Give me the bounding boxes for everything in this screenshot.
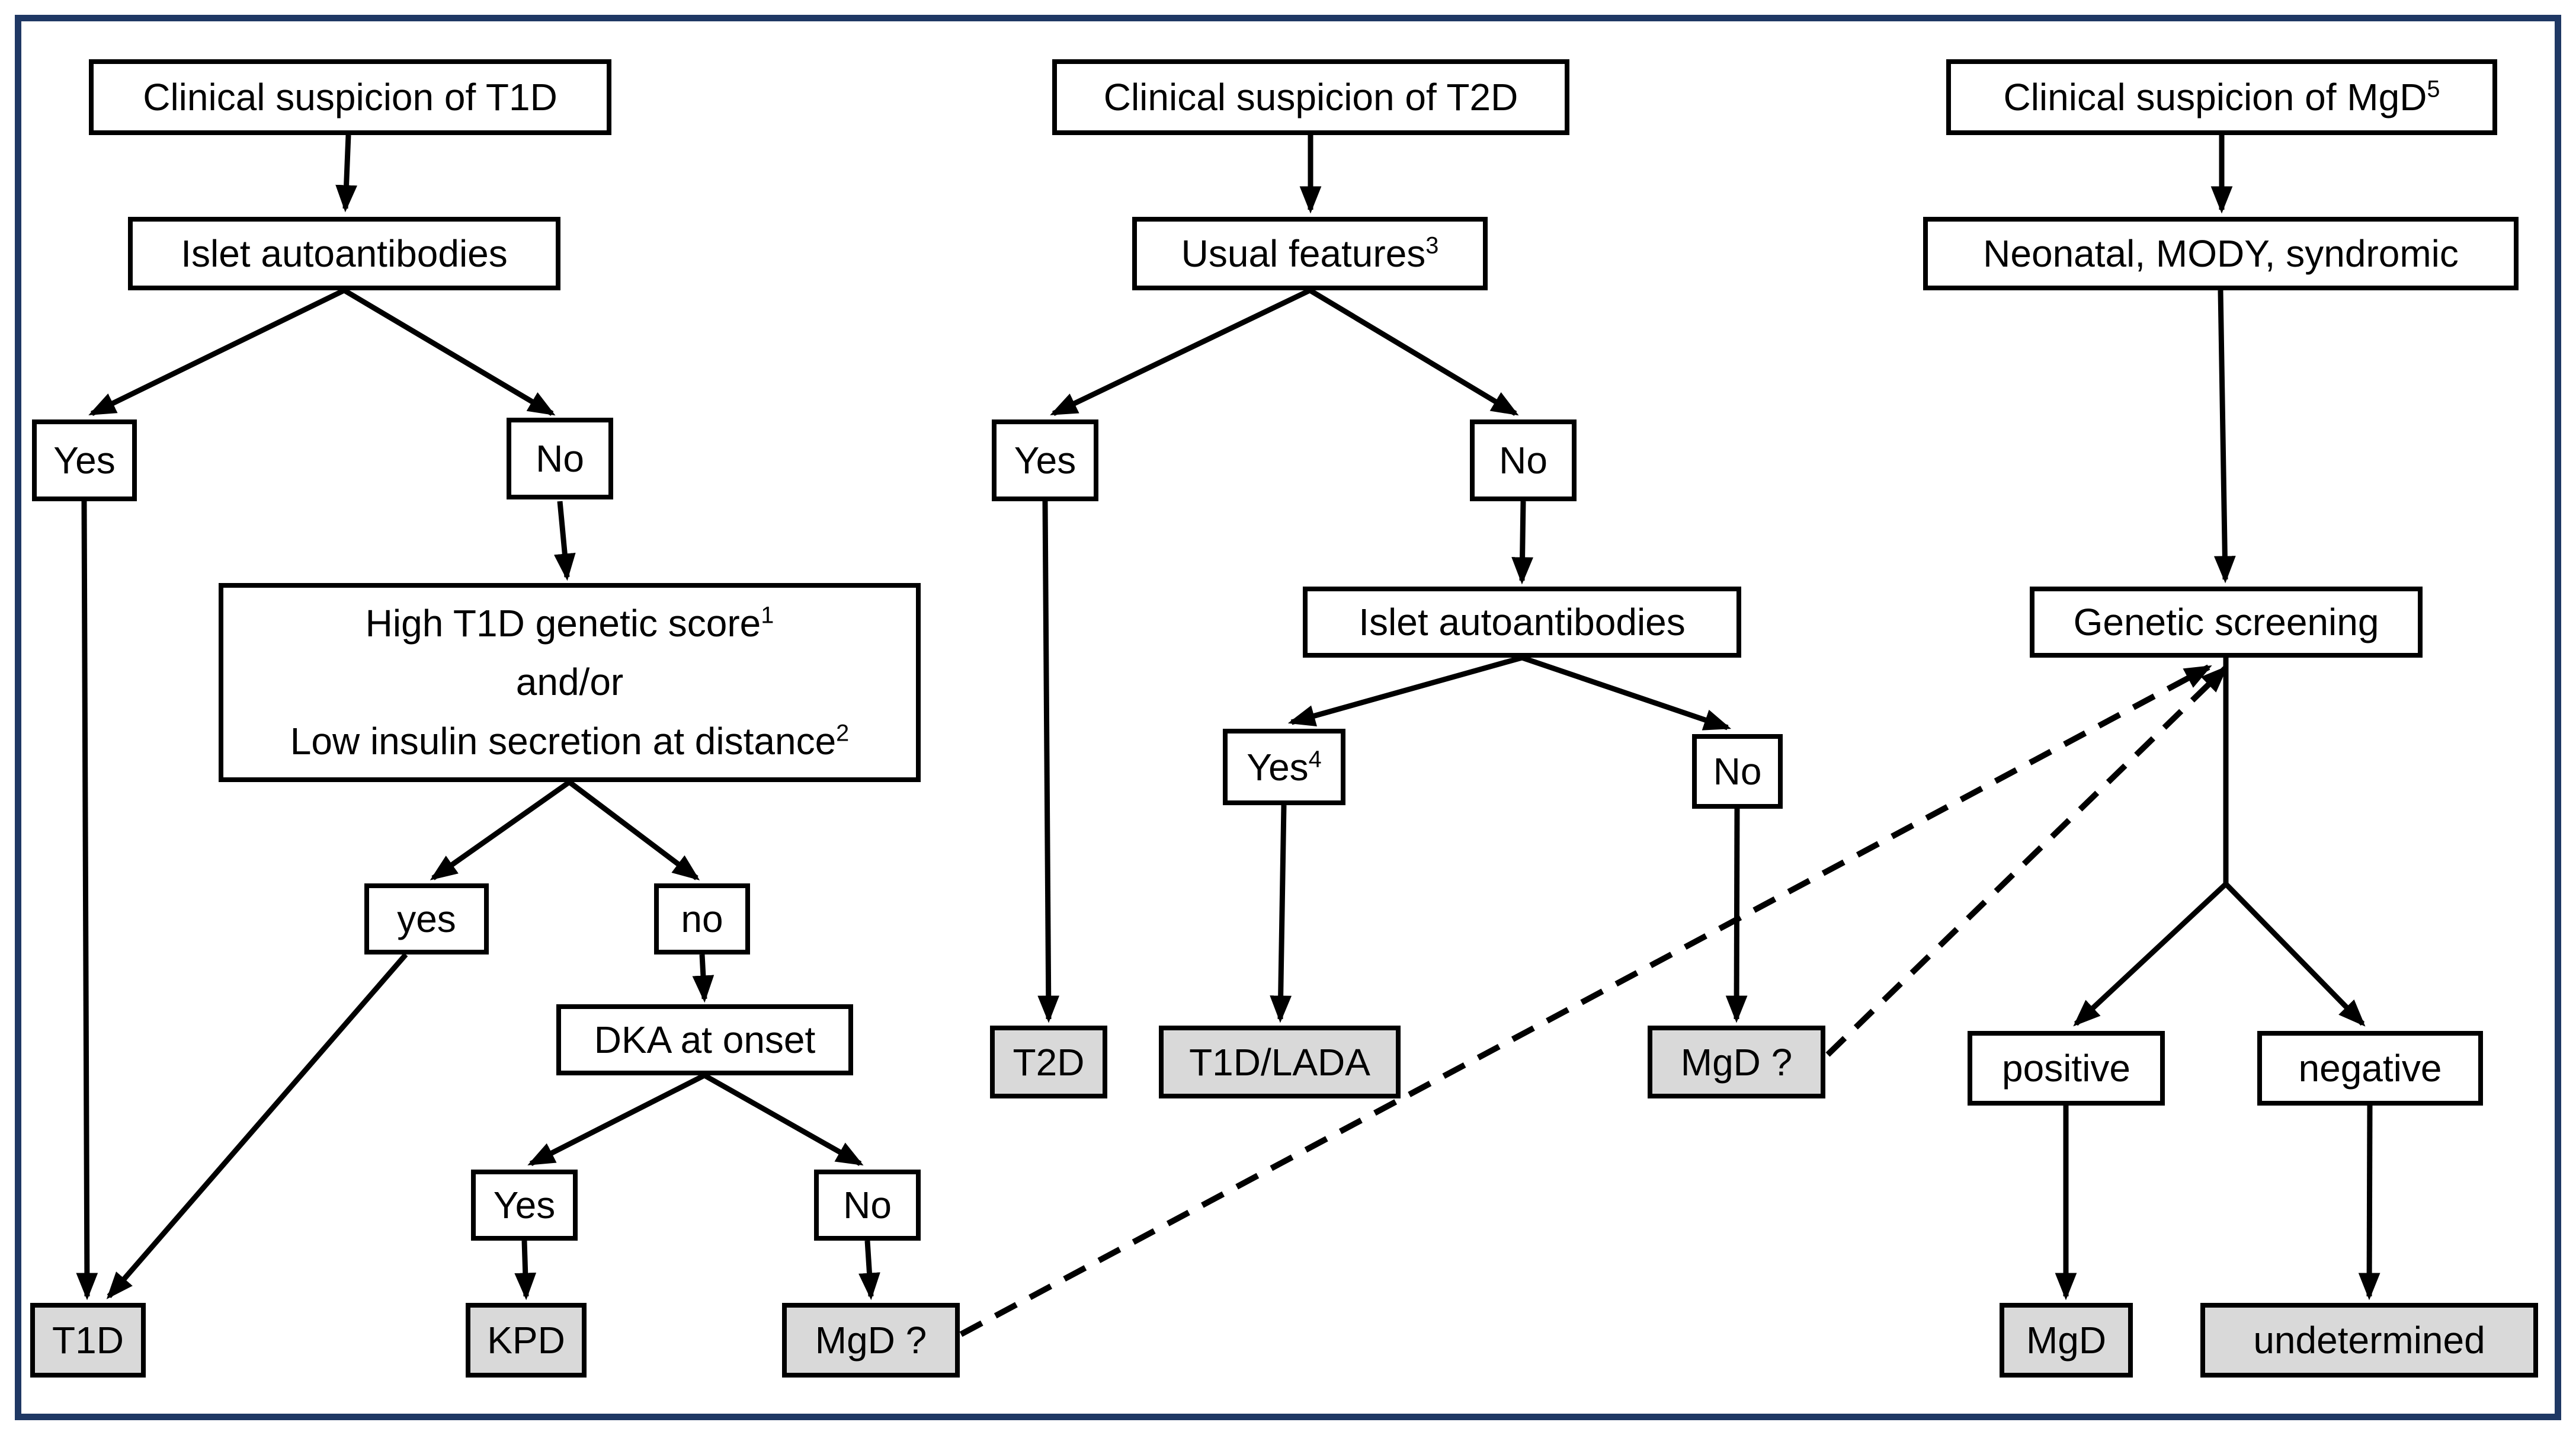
node-outcome-mgd: MgD — [2000, 1303, 2133, 1378]
node-dka-yes: Yes — [471, 1170, 578, 1241]
node-screening-negative: negative — [2257, 1031, 2483, 1106]
arrow-islet-to-no — [342, 288, 556, 416]
arrow-yes-to-t2d — [1037, 501, 1060, 1023]
node-label: Genetic screening — [2073, 601, 2379, 643]
node-screening-positive: positive — [1968, 1031, 2165, 1106]
node-outcome-mgd-question-2: MgD ? — [1648, 1026, 1825, 1098]
node-label: Neonatal, MODY, syndromic — [1983, 232, 2459, 275]
node-dka-at-onset: DKA at onset — [556, 1004, 853, 1075]
node-outcome-kpd: KPD — [466, 1303, 587, 1378]
arrow-no-to-score — [553, 501, 576, 581]
arrow-no-to-mgdq2 — [1725, 808, 1748, 1023]
dashed-arrow-mgdq1-to-genetic — [959, 664, 2212, 1337]
node-label: MgD ? — [1680, 1040, 1793, 1084]
node-outcome-undetermined: undetermined — [2200, 1303, 2538, 1378]
arrow-neonatal-to-genetic — [2213, 290, 2236, 584]
arrow-yes-to-t1d — [76, 501, 98, 1301]
node-label: Islet autoantibodies — [181, 232, 508, 275]
node-label: No — [843, 1184, 892, 1226]
arrow-fork-to-positive — [2073, 882, 2228, 1027]
arrow-islet2-to-yes — [1287, 655, 1523, 727]
node-label: T2D — [1013, 1040, 1085, 1084]
genetic-score-line3: Low insulin secretion at distance2 — [290, 719, 850, 763]
node-t2d-no: No — [1470, 419, 1577, 501]
arrow-negative-to-undetermined — [2358, 1105, 2380, 1301]
node-label: Clinical suspicion of T2D — [1103, 76, 1518, 118]
arrow-dka-to-no — [703, 1073, 864, 1166]
arrow-no-to-dka — [692, 954, 715, 1003]
node-dka-no: No — [814, 1170, 921, 1241]
node-score-yes: yes — [364, 883, 489, 954]
node-outcome-mgd-question-1: MgD ? — [782, 1303, 960, 1378]
node-label: no — [681, 898, 723, 940]
node-label: negative — [2298, 1047, 2442, 1090]
arrow-islet-to-yes — [88, 287, 345, 417]
node-outcome-t2d: T2D — [990, 1026, 1107, 1098]
arrow-score-to-no — [568, 780, 700, 880]
genetic-score-line2: and/or — [515, 661, 624, 704]
node-label: yes — [397, 898, 456, 940]
node-label: No — [1499, 439, 1547, 482]
node-clinical-suspicion-t1d: Clinical suspicion of T1D — [89, 59, 611, 135]
node-label: Yes — [53, 439, 116, 482]
node-label: Clinical suspicion of T1D — [143, 76, 558, 118]
node-label: T1D/LADA — [1189, 1040, 1370, 1084]
node-label: MgD ? — [815, 1319, 927, 1362]
node-label: Yes — [1014, 439, 1076, 482]
node-label: No — [536, 437, 584, 480]
node-label: positive — [2002, 1047, 2130, 1090]
arrow-yes-to-kpd — [514, 1240, 537, 1301]
node-label: undetermined — [2253, 1319, 2485, 1362]
arrow-no-to-islet2 — [1511, 501, 1533, 585]
arrow-fork-to-negative — [2223, 882, 2366, 1027]
arrow-usual-to-no — [1308, 288, 1519, 416]
arrow-no-to-mgdq1 — [858, 1240, 880, 1301]
node-score-no: no — [654, 883, 750, 954]
arrow-dka-to-yes — [527, 1072, 706, 1167]
node-label: KPD — [487, 1319, 565, 1362]
node-label: Clinical suspicion of MgD5 — [2003, 76, 2440, 118]
node-label: No — [1713, 750, 1762, 793]
node-label: MgD — [2026, 1319, 2107, 1362]
node-islet-autoantibodies-t1d: Islet autoantibodies — [128, 217, 560, 290]
node-label: Usual features3 — [1181, 232, 1439, 275]
node-label: Islet autoantibodies — [1359, 601, 1686, 643]
node-clinical-suspicion-mgd: Clinical suspicion of MgD5 — [1946, 59, 2497, 135]
node-t1d-yes: Yes — [32, 419, 137, 501]
arrow-t1d-title-to-islet — [335, 134, 357, 213]
node-outcome-t1d-lada: T1D/LADA — [1159, 1026, 1401, 1098]
node-genetic-screening: Genetic screening — [2030, 587, 2423, 658]
arrow-score-to-yes — [430, 780, 571, 880]
node-genetic-score: High T1D genetic score1 and/or Low insul… — [219, 583, 921, 782]
node-label: Yes4 — [1247, 745, 1322, 789]
dashed-arrow-mgdq2-to-genetic — [1825, 665, 2228, 1057]
node-label: DKA at onset — [594, 1018, 816, 1061]
node-t1d-no: No — [507, 418, 613, 499]
node-neonatal-mody-syndromic: Neonatal, MODY, syndromic — [1923, 217, 2519, 290]
arrow-usual-to-yes — [1050, 287, 1311, 417]
node-islet2-no: No — [1692, 734, 1783, 809]
node-clinical-suspicion-t2d: Clinical suspicion of T2D — [1052, 59, 1569, 135]
node-islet-autoantibodies-t2d: Islet autoantibodies — [1303, 587, 1741, 658]
node-label: T1D — [52, 1319, 124, 1362]
node-outcome-t1d: T1D — [30, 1303, 146, 1378]
node-t2d-yes: Yes — [992, 419, 1098, 501]
node-label: Yes — [493, 1184, 556, 1226]
arrow-yes-to-t1d-diagonal — [106, 953, 408, 1299]
arrow-islet2-to-no — [1521, 655, 1732, 731]
arrow-yes-to-lada — [1270, 805, 1292, 1023]
node-usual-features: Usual features3 — [1132, 217, 1488, 290]
node-islet2-yes: Yes4 — [1223, 729, 1345, 805]
genetic-score-line1: High T1D genetic score1 — [365, 602, 774, 645]
